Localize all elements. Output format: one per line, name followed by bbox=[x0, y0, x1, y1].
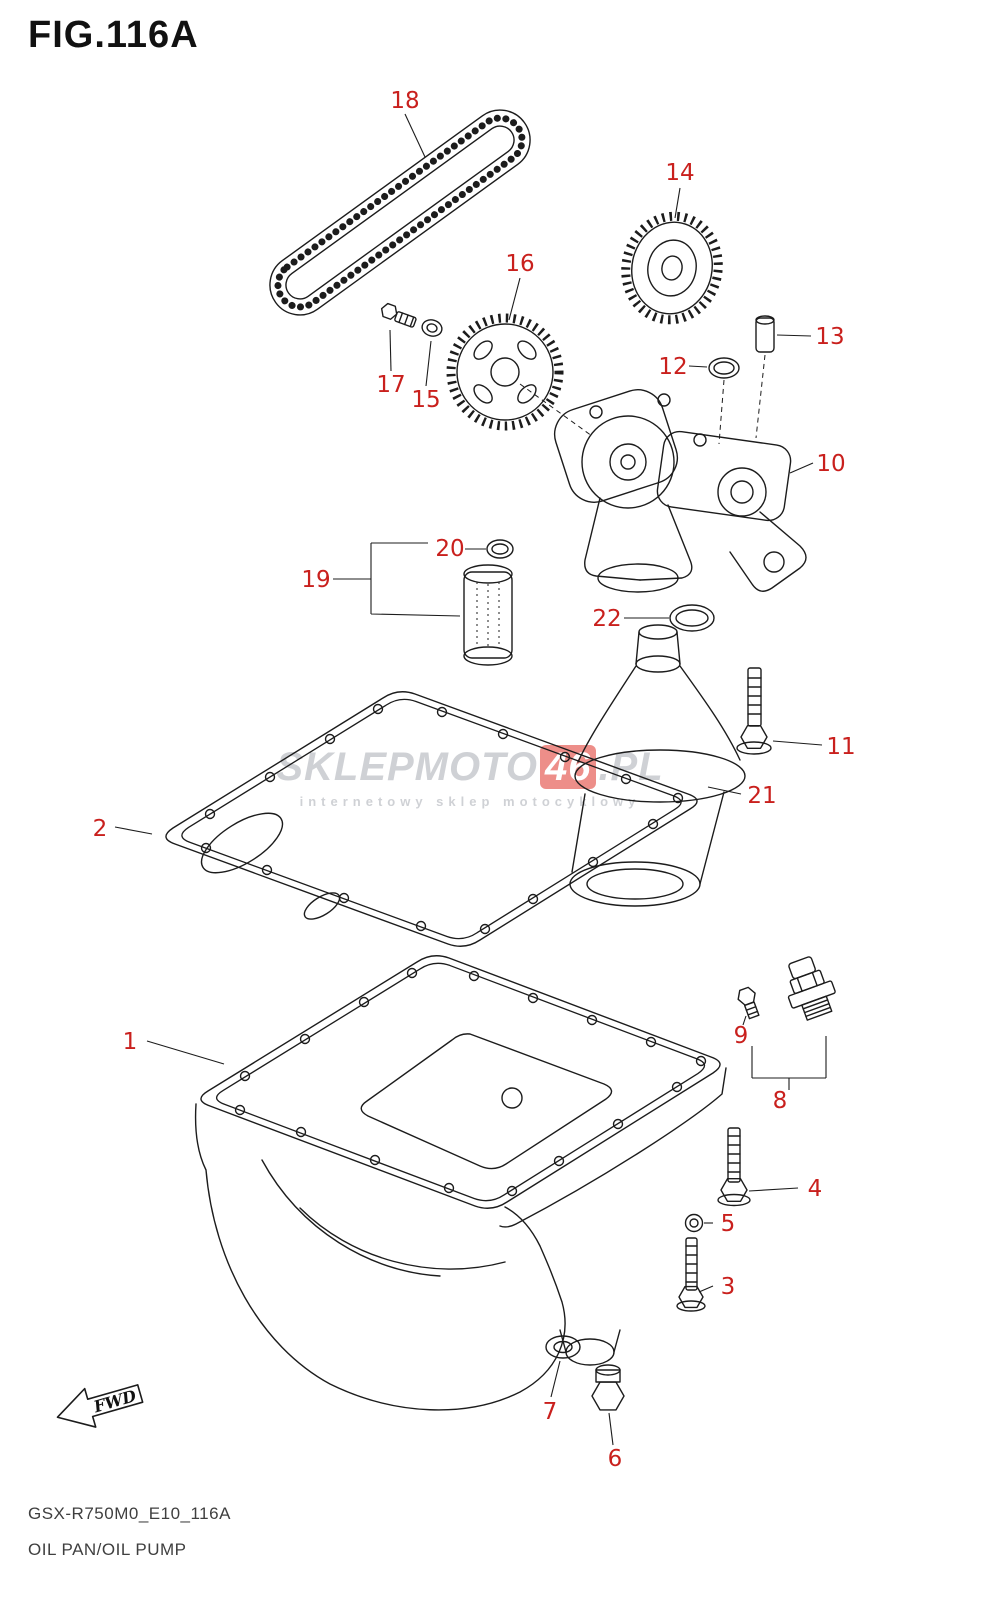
callout-4: 4 bbox=[808, 1176, 823, 1202]
pan-bolt-long-drawing bbox=[717, 1127, 751, 1207]
callout-20: 20 bbox=[435, 536, 464, 562]
callout-13: 13 bbox=[815, 324, 844, 350]
callout-7: 7 bbox=[543, 1399, 558, 1425]
oil-pan-gasket-drawing bbox=[165, 691, 698, 947]
footer-model-code: GSX-R750M0_E10_116A bbox=[28, 1504, 231, 1523]
drive-sprocket-drawing bbox=[446, 313, 593, 437]
callout-3: 3 bbox=[721, 1274, 736, 1300]
sprocket-washer-drawing bbox=[421, 319, 443, 337]
oil-pan-drawing bbox=[194, 955, 727, 1411]
callout-18: 18 bbox=[390, 88, 419, 114]
switch-bolt-drawing bbox=[737, 986, 760, 1020]
callout-11: 11 bbox=[826, 734, 855, 760]
callout-8: 8 bbox=[773, 1088, 788, 1114]
drain-plug-drawing bbox=[591, 1364, 625, 1411]
callout-17: 17 bbox=[376, 372, 405, 398]
oil-strainer-cap-drawing bbox=[569, 624, 746, 907]
gasket-bolt-holes bbox=[200, 703, 684, 935]
oil-pressure-switch-drawing bbox=[787, 956, 836, 1021]
callout-21: 21 bbox=[747, 783, 776, 809]
callout-22: 22 bbox=[592, 606, 621, 632]
footer-figure-name: OIL PAN/OIL PUMP bbox=[28, 1540, 187, 1559]
oil-pump-chain-drawing bbox=[269, 109, 531, 316]
pump-oring-drawing bbox=[708, 357, 740, 445]
callout-14: 14 bbox=[665, 160, 694, 186]
callout-6: 6 bbox=[608, 1446, 623, 1472]
pump-sprocket-drawing bbox=[621, 211, 723, 325]
figure-title: FIG.116A bbox=[28, 14, 199, 56]
fwd-arrow: FWD bbox=[56, 1384, 144, 1428]
sprocket-bolt-drawing bbox=[380, 302, 417, 328]
pan-bolt-short-drawing bbox=[676, 1237, 706, 1312]
callout-2: 2 bbox=[93, 816, 108, 842]
funnel-oring-drawing bbox=[669, 604, 715, 632]
pan-bolt-holes bbox=[234, 967, 707, 1197]
drain-gasket-drawing bbox=[545, 1335, 581, 1359]
callout-10: 10 bbox=[816, 451, 845, 477]
callout-1: 1 bbox=[123, 1029, 138, 1055]
fwd-arrow-label: FWD bbox=[91, 1386, 139, 1416]
callout-16: 16 bbox=[505, 251, 534, 277]
callout-19: 19 bbox=[301, 567, 330, 593]
callout-5: 5 bbox=[721, 1211, 736, 1237]
funnel-bolt-drawing bbox=[736, 667, 772, 755]
leader-lines bbox=[114, 113, 827, 1446]
callout-numbers: 18 14 16 17 15 13 12 10 20 19 22 11 21 2… bbox=[93, 88, 856, 1472]
strainer-oring-drawing bbox=[486, 539, 514, 559]
callout-12: 12 bbox=[658, 354, 687, 380]
callout-15: 15 bbox=[411, 387, 440, 413]
pan-washer-drawing bbox=[684, 1213, 704, 1233]
callout-9: 9 bbox=[734, 1023, 749, 1049]
oil-pump-drawing bbox=[553, 389, 807, 593]
oil-strainer-drawing bbox=[463, 564, 513, 666]
dowel-pin-drawing bbox=[755, 315, 775, 439]
